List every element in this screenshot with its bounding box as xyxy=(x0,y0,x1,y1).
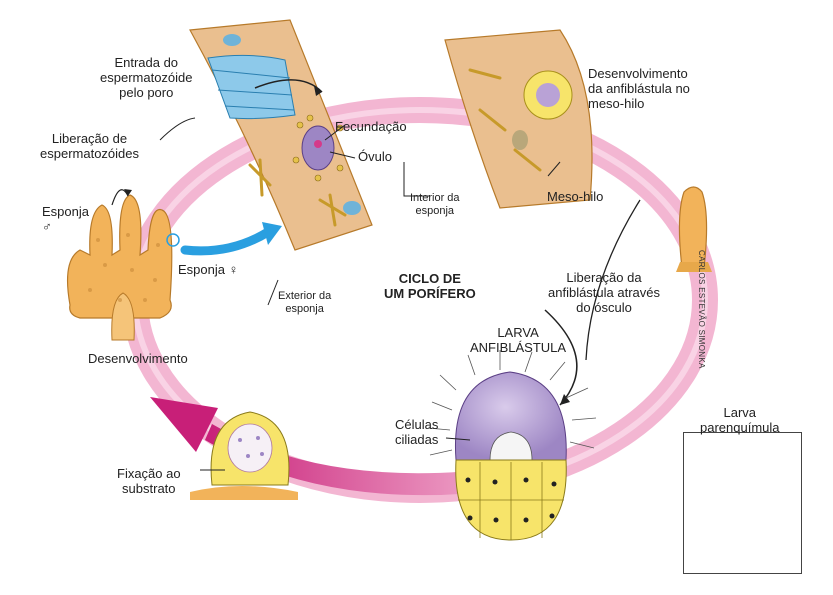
sponge-cluster xyxy=(67,189,180,341)
label-sperm-entry: Entrada do espermatozóide pelo poro xyxy=(100,55,193,100)
label-substrate-attachment: Fixação ao substrato xyxy=(117,466,181,496)
illustrator-credit: CARLOS ESTEVÃO SIMONKA xyxy=(697,250,706,369)
label-fertilization: Fecundação xyxy=(335,119,407,134)
label-female-sponge: Esponja ♀ xyxy=(178,262,239,277)
label-male-sponge: Esponja ♂ xyxy=(42,204,89,234)
zoom-arrow-head xyxy=(262,222,282,245)
cycle-arrow xyxy=(150,397,520,496)
sponge-wall-tissue xyxy=(159,19,373,251)
label-mesohyl-development: Desenvolvimento da anfiblástula no meso-… xyxy=(588,66,690,111)
parenchymula-inset-frame xyxy=(683,432,802,574)
label-parenchymula-larva: Larva parenquímula xyxy=(700,405,780,435)
label-ciliated-cells: Células ciliadas xyxy=(395,417,439,447)
amphiblastula-larva xyxy=(427,350,597,541)
label-ovum: Óvulo xyxy=(358,149,392,164)
label-development: Desenvolvimento xyxy=(88,351,188,366)
diagram-title: CICLO DE UM PORÍFERO xyxy=(384,271,476,301)
mesohyl-tissue xyxy=(444,29,593,209)
sponge-right xyxy=(544,186,712,406)
zoom-arrow xyxy=(180,227,273,256)
settling-larva xyxy=(190,411,298,500)
label-mesohyl: Meso-hilo xyxy=(547,189,604,204)
label-sperm-release: Liberação de espermatozóides xyxy=(40,131,139,161)
label-amphiblastula-release: Liberação da anfiblástula através do ósc… xyxy=(548,270,661,315)
label-sponge-exterior: Exterior da esponja xyxy=(278,290,332,315)
leader-lines xyxy=(200,124,561,471)
label-amphiblastula-larva: LARVA ANFIBLÁSTULA xyxy=(470,325,567,355)
label-sponge-interior: Interior da esponja xyxy=(410,192,460,217)
